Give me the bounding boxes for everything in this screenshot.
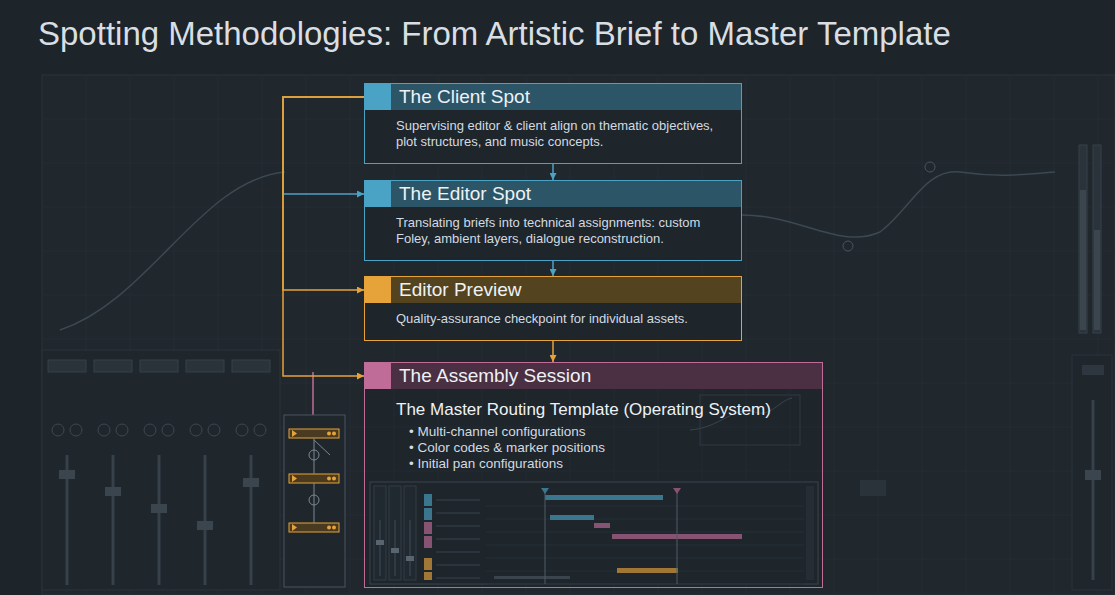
bullet-item: • Color codes & marker positions — [365, 440, 822, 456]
header-square — [365, 181, 391, 207]
flow-arrow — [283, 97, 364, 194]
meter — [1079, 145, 1087, 333]
knob — [98, 424, 110, 436]
fader-cap — [197, 521, 213, 530]
panel-ground — [42, 75, 1115, 595]
node-title: Editor Preview — [391, 279, 522, 301]
bullet-item: • Multi-channel configurations — [365, 424, 822, 440]
flow-arrow — [552, 164, 554, 180]
knob — [190, 424, 202, 436]
process-box: The Client SpotSupervising editor & clie… — [364, 83, 742, 164]
flow-arrow — [283, 97, 364, 290]
knob — [116, 424, 128, 436]
diagram-title: Spotting Methodologies: From Artistic Br… — [38, 15, 951, 53]
routing-graph — [289, 429, 339, 532]
grid-line — [1054, 76, 1055, 594]
meter-level — [1080, 190, 1086, 330]
routing-panel — [284, 415, 345, 587]
node-title: The Client Spot — [391, 86, 530, 108]
knob — [236, 424, 248, 436]
section-subtitle: The Master Routing Template (Operating S… — [365, 389, 822, 424]
curve — [742, 172, 1055, 237]
fader-track — [158, 455, 161, 585]
knob — [208, 424, 220, 436]
flow-arrow — [283, 97, 364, 376]
grid-line — [966, 76, 967, 594]
fader-cap — [243, 478, 259, 487]
strip-button — [94, 360, 132, 372]
grid-line — [1010, 76, 1011, 594]
fader-track — [1092, 400, 1095, 580]
decor-bar — [860, 480, 886, 496]
node-description: Supervising editor & client align on the… — [365, 110, 741, 156]
flow-arrow — [552, 261, 554, 276]
grid-lines — [43, 76, 1114, 594]
process-box: Editor PreviewQuality-assurance checkpoi… — [364, 276, 742, 341]
curve-point — [925, 162, 935, 172]
fader-cap — [59, 470, 75, 479]
flow-arrow — [552, 341, 554, 362]
node-description: Translating briefs into technical assign… — [365, 207, 741, 253]
header-square — [365, 84, 391, 110]
header-square — [365, 363, 391, 389]
process-box: The Editor SpotTranslating briefs into t… — [364, 180, 742, 261]
fader-cap — [1085, 470, 1101, 480]
curve-point — [843, 241, 853, 251]
grid-line — [878, 76, 879, 594]
strip-button — [186, 360, 224, 372]
strip-button — [232, 360, 270, 372]
node-title: The Assembly Session — [391, 365, 591, 387]
knob — [52, 424, 64, 436]
meter-level — [1094, 230, 1100, 330]
strip-button — [140, 360, 178, 372]
knob — [162, 424, 174, 436]
link-line — [312, 372, 314, 415]
curve — [60, 172, 285, 330]
fader-track — [250, 455, 253, 585]
node-title: The Editor Spot — [391, 183, 531, 205]
header-band: The Assembly Session — [365, 363, 822, 389]
fader-panel — [1072, 355, 1112, 590]
header-band: Editor Preview — [365, 277, 741, 303]
node-description: Quality-assurance checkpoint for individ… — [365, 303, 741, 333]
mixer-panel — [42, 350, 280, 590]
process-box: The Assembly SessionThe Master Routing T… — [364, 362, 823, 588]
bullet-item: • Initial pan configurations — [365, 456, 822, 472]
grid-line — [350, 76, 351, 594]
fader-cap — [105, 487, 121, 496]
header-band: The Editor Spot — [365, 181, 741, 207]
strip-button — [48, 360, 86, 372]
knob — [70, 424, 82, 436]
header-square — [365, 277, 391, 303]
mixer-strips — [48, 360, 270, 585]
fader-cap — [151, 504, 167, 513]
grid-line — [922, 76, 923, 594]
knob — [254, 424, 266, 436]
fader-track — [112, 455, 115, 585]
fader-track — [204, 455, 207, 585]
grid-line — [834, 76, 835, 594]
header-band: The Client Spot — [365, 84, 741, 110]
knob — [144, 424, 156, 436]
meter — [1093, 145, 1101, 333]
fader-button — [1082, 365, 1104, 375]
